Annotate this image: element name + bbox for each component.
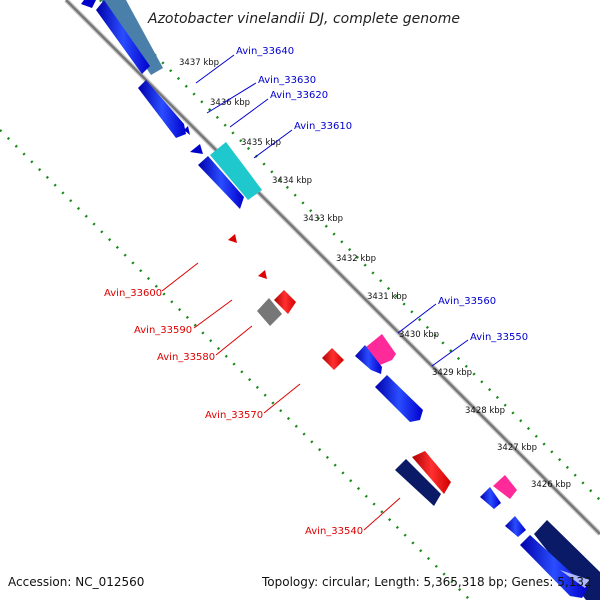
gene-label-avin-33580[interactable]: Avin_33580 <box>157 352 215 363</box>
gene-label-avin-33570[interactable]: Avin_33570 <box>205 410 263 421</box>
gene-label-avin-33610[interactable]: Avin_33610 <box>294 121 352 132</box>
gene-label-avin-33640[interactable]: Avin_33640 <box>236 46 294 57</box>
label-leader <box>206 82 257 114</box>
gene-feature[interactable] <box>355 345 382 374</box>
gene-feature[interactable] <box>480 487 501 509</box>
backbone <box>65 0 600 535</box>
gene-label-avin-33630[interactable]: Avin_33630 <box>258 75 316 86</box>
tick-label: 3433 kbp <box>303 214 343 224</box>
gene-feature[interactable] <box>520 535 588 598</box>
label-leader <box>215 325 253 356</box>
gene-feature[interactable] <box>505 516 526 537</box>
label-leader <box>363 497 401 531</box>
tick-label: 3428 kbp <box>465 406 505 416</box>
gene-feature[interactable] <box>210 142 262 200</box>
tick-label: 3427 kbp <box>497 443 537 453</box>
gene-feature[interactable] <box>184 126 190 135</box>
kbp-ticks: 3437 kbp 3436 kbp 3435 kbp 3434 kbp 3433… <box>179 58 571 490</box>
gene-feature[interactable] <box>560 570 590 588</box>
forward-genes <box>81 0 600 600</box>
gene-label-avin-33540[interactable]: Avin_33540 <box>305 526 363 537</box>
tick-label: 3429 kbp <box>432 368 472 378</box>
label-leader <box>253 129 293 159</box>
tick-label: 3435 kbp <box>241 138 281 148</box>
label-leader <box>397 303 437 334</box>
tick-label: 3430 kbp <box>399 330 439 340</box>
label-leader <box>195 54 235 84</box>
gene-feature[interactable] <box>198 156 244 209</box>
label-leader <box>161 262 199 292</box>
gene-feature[interactable] <box>81 0 96 8</box>
gene-feature[interactable] <box>96 0 150 74</box>
label-leader <box>229 98 269 128</box>
reverse-gene-labels: Avin_33600 Avin_33590 Avin_33580 Avin_33… <box>104 262 401 537</box>
gene-label-avin-33550[interactable]: Avin_33550 <box>470 332 528 343</box>
outer-tick-ring <box>99 0 600 501</box>
reverse-genes <box>228 234 451 506</box>
label-leader <box>431 339 469 367</box>
accession-text: Accession: NC_012560 <box>8 575 144 589</box>
inner-tick-ring <box>0 129 472 600</box>
gene-feature[interactable] <box>274 290 296 314</box>
gene-feature[interactable] <box>412 451 451 494</box>
gene-feature[interactable] <box>322 348 344 370</box>
gene-label-avin-33560[interactable]: Avin_33560 <box>438 296 496 307</box>
tick-label: 3437 kbp <box>179 58 219 68</box>
tick-label: 3434 kbp <box>272 176 312 186</box>
gene-feature[interactable] <box>258 270 267 279</box>
gene-label-avin-33590[interactable]: Avin_33590 <box>134 325 192 336</box>
genome-title: Azotobacter vinelandii DJ, complete geno… <box>147 11 460 27</box>
gene-feature[interactable] <box>493 475 517 499</box>
gene-feature[interactable] <box>375 375 423 422</box>
gene-feature[interactable] <box>190 144 203 154</box>
tick-label: 3436 kbp <box>210 98 250 108</box>
gene-feature[interactable] <box>257 298 282 326</box>
label-leader <box>263 383 301 414</box>
gene-label-avin-33620[interactable]: Avin_33620 <box>270 90 328 101</box>
gene-label-avin-33600[interactable]: Avin_33600 <box>104 288 162 299</box>
gene-feature[interactable] <box>395 459 441 506</box>
gene-feature[interactable] <box>228 234 237 243</box>
genome-summary-text: Topology: circular; Length: 5,365,318 bp… <box>261 575 592 589</box>
gene-feature[interactable] <box>138 80 186 138</box>
tick-label: 3432 kbp <box>336 254 376 264</box>
forward-gene-labels: Avin_33640 Avin_33630 Avin_33620 Avin_33… <box>195 46 528 367</box>
label-leader <box>193 299 233 329</box>
tick-label: 3431 kbp <box>367 292 407 302</box>
gene-feature[interactable] <box>366 334 396 365</box>
tick-label: 3426 kbp <box>531 480 571 490</box>
